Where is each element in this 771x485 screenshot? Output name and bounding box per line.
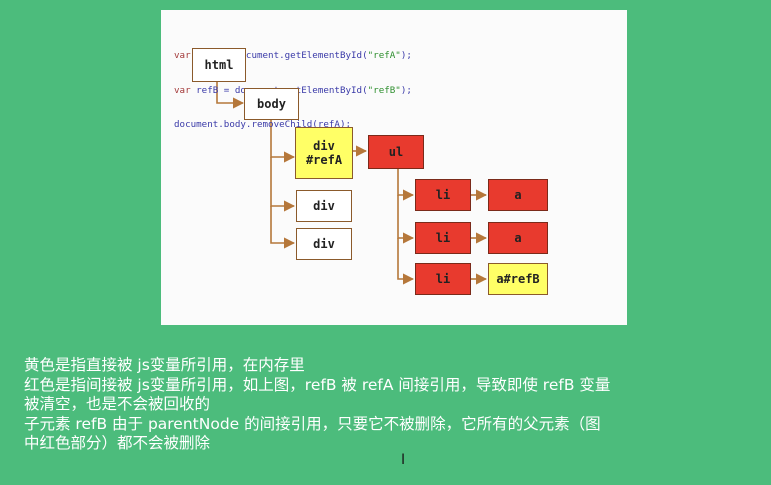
- node-body: body: [244, 88, 299, 120]
- node-a-2: a: [488, 222, 548, 254]
- edge-ul-li3: [397, 238, 415, 285]
- node-div-2: div: [296, 190, 352, 222]
- caption-line-1: 黄色是指直接被 js变量所引用，在内存里: [24, 356, 305, 374]
- code-line-2: var refB = document.getElementById("refB…: [174, 84, 412, 96]
- node-div-refA: div #refA: [295, 127, 353, 179]
- caption: 黄色是指直接被 js变量所引用，在内存里 红色是指间接被 js变量所引用，如上图…: [24, 356, 764, 454]
- node-div-refA-id: #refA: [305, 153, 343, 167]
- code-snippet: var refA = document.getElementById("refA…: [174, 27, 412, 142]
- caption-line-3: 被清空，也是不会被回收的: [24, 395, 211, 413]
- edge-ul-li1: [397, 169, 415, 201]
- edge-body-div2: [270, 157, 296, 212]
- text-cursor-icon: I: [401, 452, 406, 468]
- code-line-3: document.body.removeChild(refA);: [174, 119, 352, 130]
- caption-line-5: 中红色部分）都不会被删除: [24, 434, 211, 452]
- node-li-2: li: [415, 222, 471, 254]
- node-div-3: div: [296, 228, 352, 260]
- caption-line-2: 红色是指间接被 js变量所引用，如上图，refB 被 refA 间接引用，导致即…: [24, 375, 611, 394]
- node-html: html: [192, 48, 246, 82]
- node-li-3: li: [415, 263, 471, 295]
- edge-ul-li2: [397, 195, 415, 244]
- node-a-1: a: [488, 179, 548, 211]
- node-div-refA-tag: div: [313, 139, 335, 153]
- tree-connectors: [216, 82, 488, 285]
- node-ul: ul: [368, 135, 424, 169]
- node-li-1: li: [415, 179, 471, 211]
- edge-html-body: [216, 82, 245, 109]
- edge-body-div3: [270, 206, 296, 249]
- caption-line-4: 子元素 refB 由于 parentNode 的间接引用，只要它不被删除，它所有…: [24, 414, 601, 433]
- node-a-refB: a#refB: [488, 263, 548, 295]
